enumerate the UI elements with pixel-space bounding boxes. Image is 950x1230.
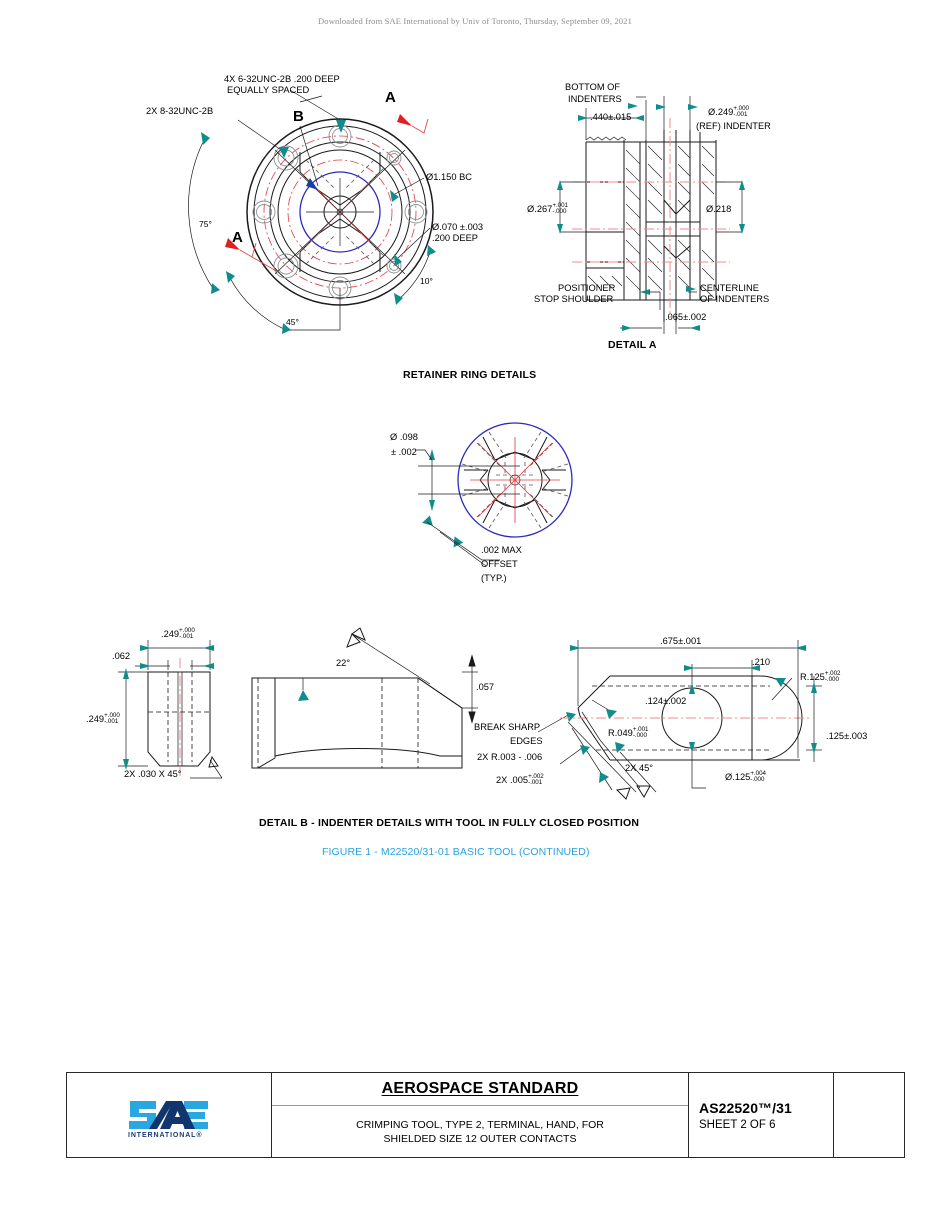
dim-218-dia: Ø.218 [706, 204, 732, 214]
dim-angle-22: 22° [336, 658, 351, 668]
dim-062: .062 [112, 651, 131, 661]
label-break-sharp-2: EDGES [510, 736, 543, 746]
title-block-number-cell: AS22520™/31 SHEET 2 OF 6 [689, 1073, 834, 1157]
label-positioner-1: POSITIONER [558, 283, 616, 293]
dim-005: 2X .005+.002-.001 [496, 772, 544, 786]
label-section-b: B [293, 108, 304, 125]
title-block: INTERNATIONAL® AEROSPACE STANDARD CRIMPI… [66, 1072, 905, 1158]
dim-098-dia: Ø .098 [390, 432, 418, 442]
label-centerline-2: OF INDENTERS [700, 294, 770, 304]
dim-440: .440±.015 [590, 112, 632, 122]
detail-b-middle-view [251, 627, 637, 800]
label-4x-thread: 4X 6-32UNC-2B .200 DEEP [224, 74, 340, 84]
dim-210: .210 [752, 657, 771, 667]
rad-125: R.125+.002-.000 [800, 669, 841, 683]
sheet-number: SHEET 2 OF 6 [699, 1118, 776, 1131]
dim-249-top: .249+.000-.001 [161, 626, 195, 640]
detail-b-left-view [118, 640, 223, 779]
label-section-a-top: A [385, 89, 396, 106]
detail-a-caption: DETAIL A [608, 339, 657, 351]
label-angle-10: 10° [420, 276, 433, 286]
dim-125-tol: .125±.003 [826, 731, 868, 741]
label-angle-75: 75° [199, 219, 212, 229]
figure-caption: FIGURE 1 - M22520/31-01 BASIC TOOL (CONT… [322, 846, 590, 858]
label-2x-thread: 2X 8-32UNC-2B [146, 106, 214, 116]
label-offset-1: .002 MAX [481, 545, 522, 555]
dim-098-tol: ± .002 [391, 447, 417, 457]
dim-hole-125: Ø.125+.004-.000 [725, 769, 766, 783]
label-centerline-1: CENTERLINE [700, 283, 759, 293]
title-block-heading-row: AEROSPACE STANDARD [272, 1073, 688, 1106]
retainer-ring-caption: RETAINER RING DETAILS [403, 369, 537, 381]
dim-chamfer-right: 2X 45° [625, 763, 654, 773]
detail-b-right-view [560, 640, 822, 798]
sae-logo-icon: INTERNATIONAL® [126, 1092, 212, 1139]
label-hole-depth: .200 DEEP [432, 233, 478, 243]
detail-a-drawing [557, 96, 745, 334]
dim-chamfer-left: 2X .030 X 45° [124, 769, 182, 779]
label-break-sharp-1: BREAK SHARP [474, 722, 541, 732]
dim-267-dia: Ø.267+.001-.000 [527, 201, 568, 215]
dim-057: .057 [476, 682, 495, 692]
label-break-sharp-3: 2X R.003 - .006 [477, 752, 543, 762]
dim-249-left: .249+.000-.001 [86, 711, 120, 725]
title-block-subtitle-line2: SHIELDED SIZE 12 OUTER CONTACTS [383, 1132, 577, 1145]
dim-249-dia: Ø.249+.000-.001 [708, 104, 749, 118]
dim-065: .065±.002 [665, 312, 707, 322]
title-block-logo-cell: INTERNATIONAL® [67, 1073, 272, 1157]
label-bottom-of-indenters-2: INDENTERS [568, 94, 622, 104]
label-4x-thread-line2: EQUALLY SPACED [227, 85, 310, 95]
download-notice: Downloaded from SAE International by Uni… [318, 16, 632, 26]
title-block-title-cell: AEROSPACE STANDARD CRIMPING TOOL, TYPE 2… [272, 1073, 689, 1157]
indenter-face-geometry [415, 422, 573, 567]
title-block-heading: AEROSPACE STANDARD [381, 1080, 579, 1097]
label-section-a-bottom: A [232, 229, 243, 246]
dim-675: .675±.001 [660, 636, 702, 646]
label-offset-3: (TYP.) [481, 573, 507, 583]
retainer-ring-geometry [246, 118, 434, 306]
label-positioner-2: STOP SHOULDER [534, 294, 614, 304]
title-block-subtitle-row: CRIMPING TOOL, TYPE 2, TERMINAL, HAND, F… [272, 1106, 688, 1157]
title-block-subtitle-line1: CRIMPING TOOL, TYPE 2, TERMINAL, HAND, F… [356, 1118, 604, 1131]
sae-logo-subtext: INTERNATIONAL® [128, 1132, 203, 1139]
label-bolt-circle: Ø1.150 BC [426, 172, 472, 182]
document-number: AS22520™/31 [699, 1099, 792, 1116]
label-bottom-of-indenters-1: BOTTOM OF [565, 82, 621, 92]
label-ref-indenter: (REF) INDENTER [696, 121, 771, 131]
label-offset-2: OFFSET [481, 559, 518, 569]
indenter-face-drawing [415, 422, 573, 567]
label-hole-dia: Ø.070 ±.003 [432, 222, 484, 232]
detail-a-geometry [557, 96, 745, 334]
retainer-ring-leaders [188, 89, 436, 334]
retainer-ring-drawing [188, 89, 436, 334]
rad-049: R.049+.001-.000 [608, 725, 649, 739]
dim-124: .124±.002 [645, 696, 687, 706]
label-angle-45: 45° [286, 317, 299, 327]
title-block-empty-cell [834, 1073, 904, 1157]
detail-b-caption: DETAIL B - INDENTER DETAILS WITH TOOL IN… [259, 817, 640, 829]
